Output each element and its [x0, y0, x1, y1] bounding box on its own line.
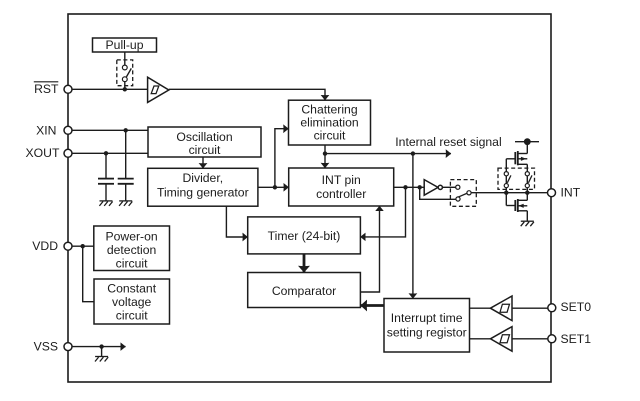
- svg-text:SET0: SET0: [561, 300, 592, 314]
- svg-text:circuit: circuit: [116, 308, 148, 322]
- svg-text:Chattering: Chattering: [301, 103, 357, 117]
- svg-text:circuit: circuit: [116, 256, 148, 270]
- svg-text:elimination: elimination: [300, 116, 358, 130]
- svg-text:RST: RST: [34, 82, 59, 96]
- svg-text:Power-on: Power-on: [106, 229, 158, 243]
- svg-text:XIN: XIN: [36, 123, 56, 137]
- svg-text:Interrupt time: Interrupt time: [391, 311, 463, 325]
- svg-text:VDD: VDD: [32, 239, 58, 253]
- svg-text:SET1: SET1: [561, 332, 592, 346]
- svg-text:Internal reset signal: Internal reset signal: [395, 135, 501, 149]
- svg-text:setting registor: setting registor: [387, 326, 467, 340]
- svg-text:INT pin: INT pin: [322, 173, 361, 187]
- svg-text:voltage: voltage: [112, 295, 152, 309]
- svg-text:Oscillation: Oscillation: [176, 130, 232, 144]
- svg-text:VSS: VSS: [34, 340, 58, 354]
- svg-text:Timing generator: Timing generator: [157, 186, 249, 200]
- svg-text:circuit: circuit: [314, 129, 346, 143]
- svg-text:Constant: Constant: [107, 281, 156, 295]
- svg-text:Timer (24-bit): Timer (24-bit): [268, 229, 341, 243]
- svg-text:detection: detection: [107, 243, 156, 257]
- svg-text:Pull-up: Pull-up: [106, 38, 144, 52]
- svg-text:XOUT: XOUT: [26, 146, 60, 160]
- svg-text:controller: controller: [316, 187, 366, 201]
- svg-text:INT: INT: [561, 186, 581, 200]
- svg-text:Comparator: Comparator: [272, 284, 336, 298]
- svg-text:circuit: circuit: [189, 143, 221, 157]
- svg-text:Divider,: Divider,: [182, 171, 223, 185]
